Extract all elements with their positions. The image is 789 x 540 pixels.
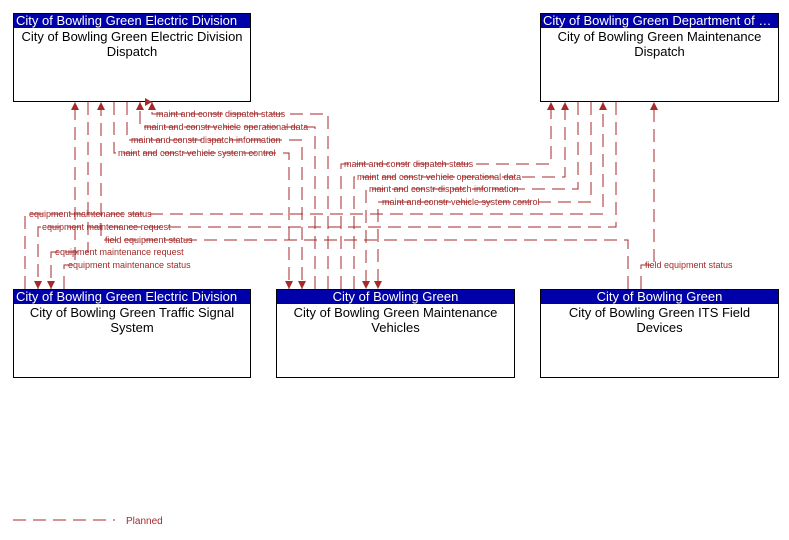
flow-label: equipment maintenance status [68,260,191,270]
legend: Planned [13,516,163,527]
legend-planned-label: Planned [126,516,163,527]
box-title: City of Bowling Green Traffic Signal Sys… [29,305,235,335]
flow-equipment-maintenance-status-to-md[interactable]: equipment maintenance status [24,102,604,289]
flow-label: field equipment status [105,235,193,245]
flow-dispatch-status-to-md[interactable]: maint and constr dispatch status [340,102,552,289]
box-title: City of Bowling Green Maintenance Vehicl… [293,305,498,335]
box-header: City of Bowling Green [277,290,514,304]
flow-label: equipment maintenance status [29,209,152,219]
maintenance-dispatch-box[interactable]: City of Bowling Green Department of … Ci… [540,13,779,102]
flow-dispatch-status-to-ed[interactable]: maint and constr dispatch status [145,98,329,289]
box-title: City of Bowling Green Maintenance Dispat… [557,29,762,59]
flow-label: maint and constr dispatch status [156,109,286,119]
its-field-devices-box[interactable]: City of Bowling Green City of Bowling Gr… [540,289,779,378]
box-title: City of Bowling Green ITS Field Devices [568,305,751,335]
flow-label: field equipment status [645,260,733,270]
flow-label: maint and constr dispatch status [344,159,474,169]
flow-label: maint and constr vehicle operational dat… [144,122,308,132]
box-title: City of Bowling Green Electric Division … [21,29,243,59]
flow-label: equipment maintenance request [42,222,171,232]
flow-vehicle-system-control-to-mv[interactable]: maint and constr vehicle system control [113,102,290,289]
traffic-signal-system-box[interactable]: City of Bowling Green Electric Division … [13,289,251,378]
box-header: City of Bowling Green Electric Division [14,14,250,28]
flow-field-equipment-status-to-md[interactable]: field equipment status [640,102,733,289]
arrowheads [34,102,658,289]
flow-label: maint and constr vehicle system control [118,148,276,158]
maintenance-vehicles-box[interactable]: City of Bowling Green City of Bowling Gr… [276,289,515,378]
flow-dispatch-information-to-mv2[interactable]: maint and constr dispatch information [365,102,579,289]
flow-label: equipment maintenance request [55,247,184,257]
flow-vehicle-system-control-to-mv2[interactable]: maint and constr vehicle system control [377,102,592,289]
flow-label: maint and constr vehicle operational dat… [357,172,521,182]
flow-vehicle-operational-data-to-ed[interactable]: maint and constr vehicle operational dat… [139,102,316,289]
flow-equipment-maintenance-request-to-tss[interactable]: equipment maintenance request [37,102,617,289]
box-header: City of Bowling Green [541,290,778,304]
flow-label: maint and constr vehicle system control [382,197,540,207]
flow-equipment-maintenance-request-to-tss2[interactable]: equipment maintenance request [50,102,184,289]
box-header: City of Bowling Green Department of … [541,14,778,28]
box-header: City of Bowling Green Electric Division [14,290,250,304]
flow-label: maint and constr dispatch information [131,135,281,145]
flow-field-equipment-status-to-ed[interactable]: field equipment status [100,102,629,289]
flow-equipment-maintenance-status-to-ed[interactable]: equipment maintenance status [63,102,191,289]
flow-vehicle-operational-data-to-md[interactable]: maint and constr vehicle operational dat… [353,102,566,289]
electric-division-dispatch-box[interactable]: City of Bowling Green Electric Division … [13,13,251,102]
flow-label: maint and constr dispatch information [369,184,519,194]
